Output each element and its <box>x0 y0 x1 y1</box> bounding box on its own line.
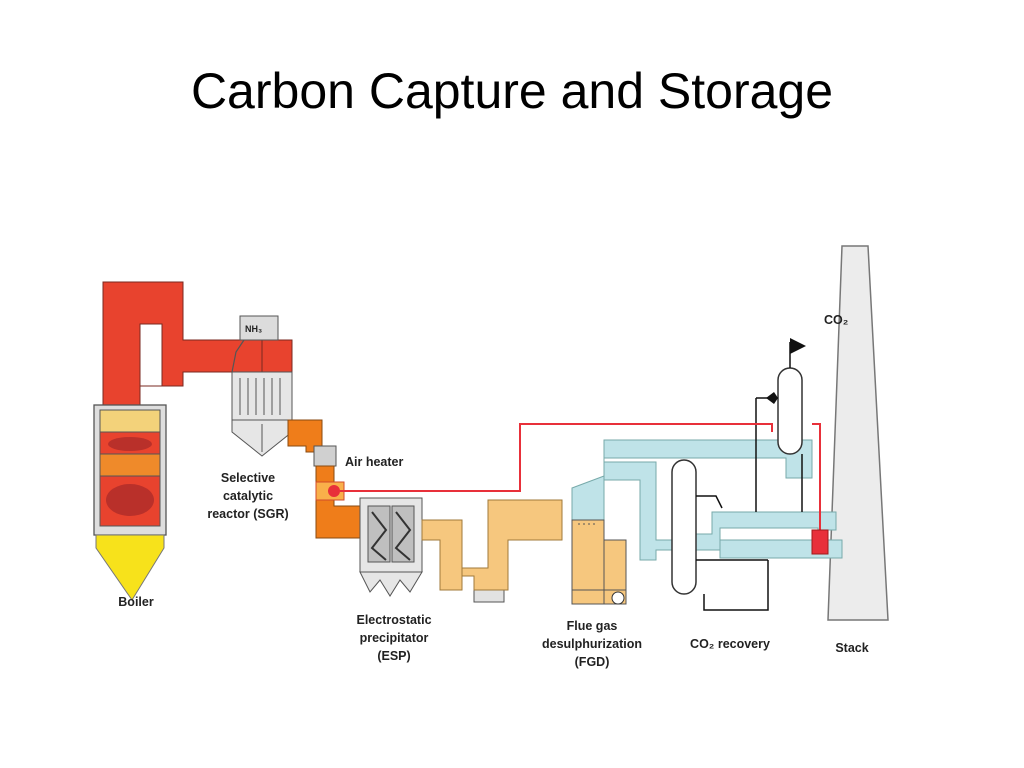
nh3-tank: NH₃ <box>231 315 279 373</box>
air-heater <box>313 445 337 467</box>
scr-label-line3: reactor (SGR) <box>207 507 288 521</box>
co2-recovery-label: CO₂ recovery <box>690 637 770 651</box>
fgd-label-line3: (FGD) <box>575 655 610 669</box>
stack <box>827 245 889 621</box>
co2-recovery-unit <box>671 338 806 611</box>
esp-label-line2: precipitator <box>360 631 429 645</box>
nh3-label: NH₃ <box>245 324 262 334</box>
co2-output-label: CO₂ <box>824 313 848 327</box>
electrostatic-precipitator <box>359 497 423 597</box>
esp-label-line1: Electrostatic <box>356 613 431 627</box>
scr-label-line1: Selective <box>221 471 275 485</box>
boiler-label: Boiler <box>118 595 154 609</box>
boiler <box>93 281 263 601</box>
esp-label-line3: (ESP) <box>377 649 410 663</box>
fgd-label-line1: Flue gas <box>567 619 618 633</box>
air-heater-label: Air heater <box>345 455 403 469</box>
flue-gas-desulphurization <box>571 475 627 605</box>
fgd-label-line2: desulphurization <box>542 637 642 651</box>
scr-label-line2: catalytic <box>223 489 273 503</box>
slide-title: Carbon Capture and Storage <box>190 63 834 119</box>
selective-catalytic-reactor <box>231 371 293 457</box>
stack-label: Stack <box>835 641 868 655</box>
